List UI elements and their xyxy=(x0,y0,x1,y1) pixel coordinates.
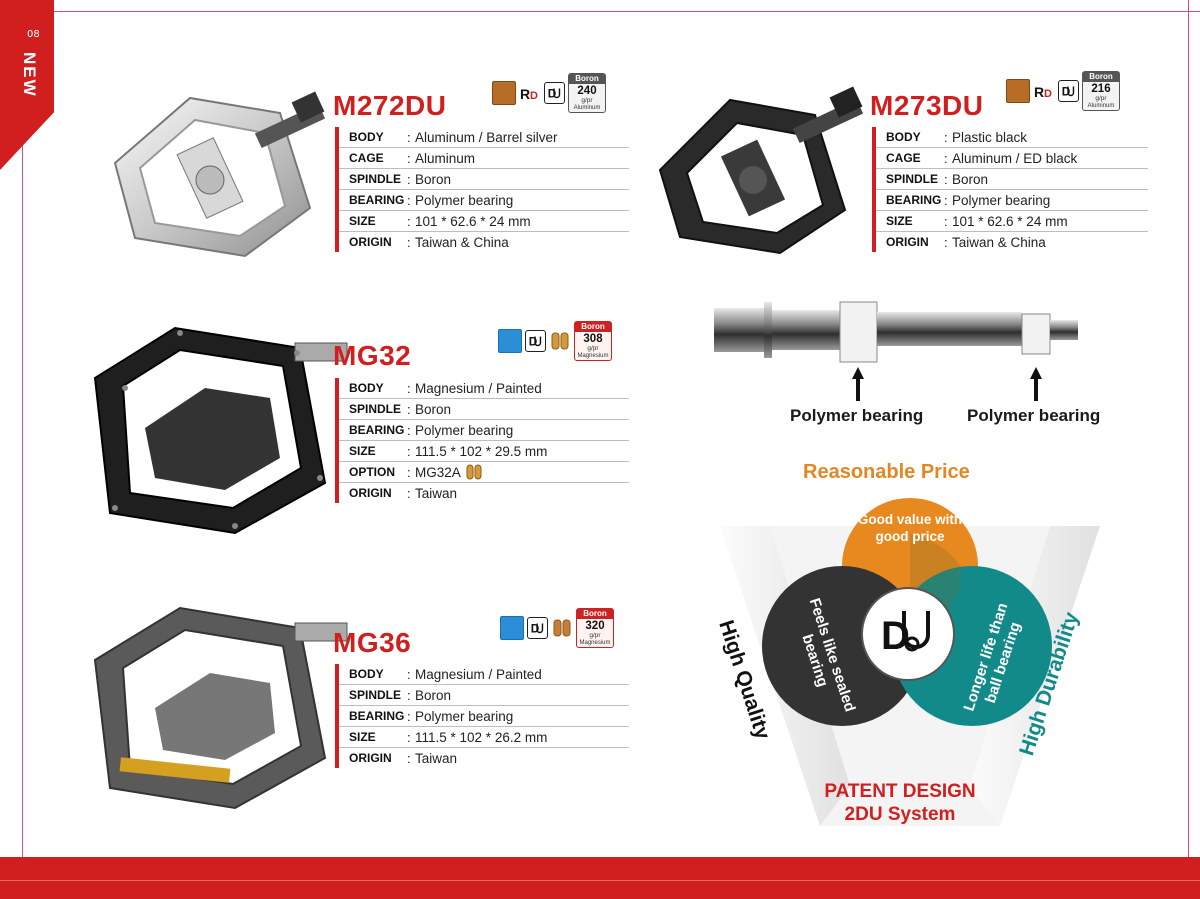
spec-row: SIZE:101 * 62.6 * 24 mm xyxy=(339,211,629,232)
svg-text:R: R xyxy=(1034,84,1044,100)
new-tag: NEW xyxy=(20,52,39,98)
svg-text:D: D xyxy=(1044,88,1052,100)
weight-badge: Boron 240 g/pr Aluminum xyxy=(568,73,606,113)
arrow-up-icon xyxy=(1030,367,1042,401)
spec-row: SIZE:111.5 * 102 * 29.5 mm xyxy=(339,441,629,462)
spec-row: BEARING:Polymer bearing xyxy=(339,420,629,441)
model-name: MG36 xyxy=(333,627,412,658)
circle-text-top: Good value with good price xyxy=(857,512,963,544)
spec-row: BODY:Aluminum / Barrel silver xyxy=(339,127,629,148)
spindle-illustration xyxy=(714,301,1078,363)
pin-option-icon xyxy=(466,464,482,480)
spec-row: BODY:Plastic black xyxy=(876,127,1148,148)
spec-row: BEARING:Polymer bearing xyxy=(339,190,629,211)
spec-row: OPTION:MG32A xyxy=(339,462,629,483)
spec-row: SPINDLE:Boron xyxy=(339,399,629,420)
spec-row: BEARING:Polymer bearing xyxy=(339,706,629,727)
spec-row: SIZE:111.5 * 102 * 26.2 mm xyxy=(339,727,629,748)
spec-row: CAGE:Aluminum xyxy=(339,148,629,169)
svg-text:R: R xyxy=(520,86,530,102)
pedal-image-mg32 xyxy=(93,326,348,535)
spec-table: BODY:Aluminum / Barrel silver CAGE:Alumi… xyxy=(335,127,629,252)
svg-text:D: D xyxy=(531,623,540,636)
arrow-up-icon xyxy=(852,367,864,401)
guide-right xyxy=(1188,0,1189,899)
bmx-icon xyxy=(498,329,522,353)
spec-row: SPINDLE:Boron xyxy=(339,685,629,706)
spec-row: BODY:Magnesium / Painted xyxy=(339,378,629,399)
feature-icons: D Boron 320 g/pr Magnesium xyxy=(500,608,614,648)
page-number: 08 xyxy=(27,29,40,40)
terrain-icon xyxy=(492,81,516,105)
svg-text:D: D xyxy=(529,336,538,349)
spec-table: BODY:Plastic black CAGE:Aluminum / ED bl… xyxy=(872,127,1148,252)
feature-icons: D Boron 308 g/pr Magnesium xyxy=(498,321,612,361)
pin-option-icon xyxy=(553,619,571,637)
guide-top xyxy=(0,11,1200,12)
spec-row: SIZE:101 * 62.6 * 24 mm xyxy=(876,211,1148,232)
reasonable-price-heading: Reasonable Price xyxy=(803,461,970,483)
footer-bar xyxy=(0,857,1200,899)
spec-row: ORIGIN:Taiwan & China xyxy=(886,234,1046,250)
pedal-image-mg36 xyxy=(93,606,348,810)
footer-line xyxy=(0,880,1200,881)
model-name: M272DU xyxy=(333,90,447,121)
model-name: M273DU xyxy=(870,90,984,121)
weight-badge: Boron 216 g/pr Aluminum xyxy=(1082,71,1120,111)
svg-text:D: D xyxy=(1062,86,1071,99)
spec-table: BODY:Magnesium / Painted SPINDLE:Boron B… xyxy=(335,664,629,768)
spec-row: SPINDLE:Boron xyxy=(876,169,1148,190)
pedal-image-m272du xyxy=(113,91,326,258)
spec-row: CAGE:Aluminum / ED black xyxy=(876,148,1148,169)
2du-icon: D xyxy=(544,82,565,104)
terrain-icon xyxy=(1006,79,1030,103)
2du-icon: D xyxy=(525,330,546,352)
spec-row: BODY:Magnesium / Painted xyxy=(339,664,629,685)
svg-text:D: D xyxy=(548,88,557,101)
spec-row: ORIGIN:Taiwan & China xyxy=(349,234,509,250)
patent-design-label: PATENT DESIGN 2DU System xyxy=(824,781,976,825)
2du-icon: D xyxy=(527,617,548,639)
spec-row: BEARING:Polymer bearing xyxy=(876,190,1148,211)
weight-badge: Boron 308 g/pr Magnesium xyxy=(574,321,612,361)
bearing-label-left: Polymer bearing xyxy=(790,406,924,425)
model-name: MG32 xyxy=(333,340,412,371)
pedal-image-m273du xyxy=(658,86,864,255)
bmx-icon xyxy=(500,616,524,640)
guide-left xyxy=(22,0,23,899)
venn-diagram: D xyxy=(720,498,1100,826)
svg-text:D: D xyxy=(530,90,538,102)
spec-row: ORIGIN:Taiwan xyxy=(349,750,458,766)
pin-option-icon xyxy=(551,332,569,350)
spec-table: BODY:Magnesium / Painted SPINDLE:Boron B… xyxy=(335,378,629,503)
spec-row: ORIGIN:Taiwan xyxy=(349,485,458,501)
spec-row: SPINDLE:Boron xyxy=(339,169,629,190)
bearing-label-right: Polymer bearing xyxy=(967,406,1101,425)
2du-icon: D xyxy=(1058,80,1079,102)
weight-badge: Boron 320 g/pr Magnesium xyxy=(576,608,614,648)
